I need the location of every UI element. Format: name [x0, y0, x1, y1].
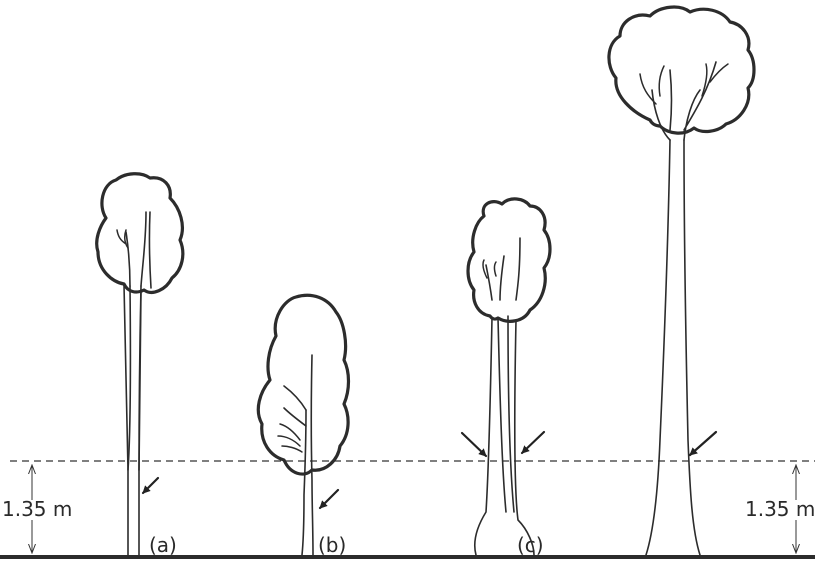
tree-c-trunk — [475, 318, 534, 555]
tree-a-arrow — [143, 478, 158, 493]
tree-label-c: (c) — [517, 535, 544, 555]
tree-a-crown — [97, 174, 183, 293]
tree-tall-crown — [609, 7, 754, 133]
tree-c-crown — [468, 199, 550, 321]
tree-label-a: (a) — [149, 535, 177, 555]
tree-a — [97, 174, 183, 555]
tree-tall-trunk — [646, 140, 700, 555]
tree-tall — [609, 7, 754, 555]
tree-b-crown — [258, 295, 348, 474]
tree-b-trunk — [302, 355, 313, 555]
tree-c-arrow-left — [462, 433, 486, 456]
tree-label-b: (b) — [318, 535, 346, 555]
tree-tall-arrow — [690, 432, 716, 455]
tree-c — [462, 199, 550, 555]
tree-b — [258, 295, 348, 555]
tree-b-arrow — [320, 490, 338, 508]
measure-label-left: 1.35 m — [2, 499, 72, 519]
tree-c-arrow-right — [522, 432, 544, 453]
measure-label-right: 1.35 m — [745, 499, 815, 519]
